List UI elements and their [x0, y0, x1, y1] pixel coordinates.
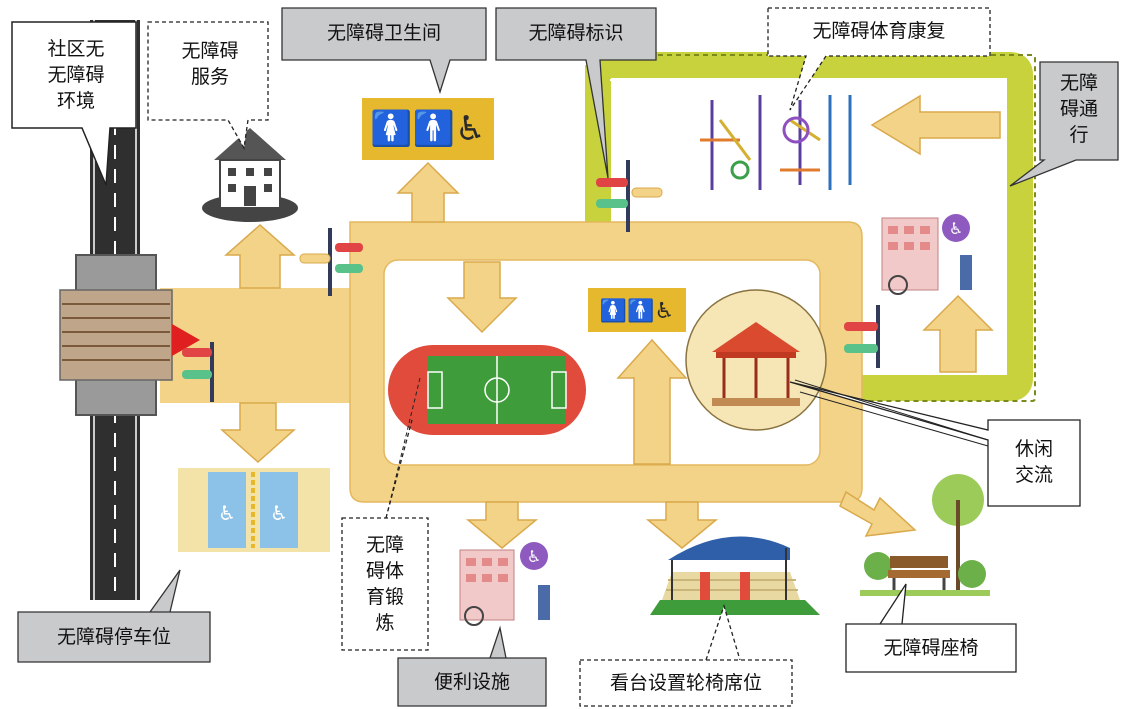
svg-text:♿: ♿ — [527, 547, 541, 566]
label-sports-rehab: 无障碍体育康复 — [812, 20, 946, 42]
label-community-env: 社区无 无障碍 环境 — [47, 38, 105, 112]
signpost-entry — [182, 342, 214, 402]
pavilion-icon — [685, 289, 827, 431]
arrow-up-inner — [616, 338, 688, 465]
callout-service — [147, 21, 269, 150]
arrow-left-rehab — [870, 94, 1001, 156]
rehab-equipment-icon — [700, 95, 852, 190]
label-parking: 无障碍停车位 — [56, 626, 171, 648]
service-building-icon — [202, 128, 298, 222]
path-arrows — [220, 94, 1001, 549]
callout-parking — [17, 569, 211, 663]
label-exercise: 无障 碍体 育锻 炼 — [365, 534, 404, 634]
entrance-marker-icon — [172, 324, 200, 356]
label-bench: 无障碍座椅 — [883, 637, 979, 659]
leader-lines — [385, 377, 989, 519]
label-passage: 无障 碍通 行 — [1059, 72, 1098, 146]
inner-toilet-sign-icon: 🚺🚹♿ — [588, 288, 686, 332]
accessible-building-bottom-icon: ♿ — [459, 542, 550, 626]
svg-text:♿: ♿ — [949, 219, 963, 238]
signpost-right — [844, 305, 880, 368]
arrow-up-service — [224, 223, 296, 289]
svg-text:♿: ♿ — [270, 501, 288, 525]
label-facilities: 便利设施 — [433, 671, 510, 693]
arrow-up-right — [922, 294, 994, 373]
svg-text:♿: ♿ — [218, 501, 236, 525]
callout-signage — [495, 7, 657, 179]
signpost-green — [596, 160, 663, 232]
label-wheelchair-seats: 看台设置轮椅席位 — [609, 672, 762, 694]
label-leisure: 休闲 交流 — [1014, 438, 1053, 486]
callout-passage — [1009, 61, 1119, 187]
bench-icon — [860, 474, 990, 596]
accessible-building-right-icon: ♿ — [881, 214, 972, 295]
callout-facilities — [397, 625, 547, 707]
arrow-down-parking — [220, 402, 296, 464]
arrow-up-toilet — [396, 161, 460, 223]
callout-bench — [845, 583, 1017, 673]
toilet-sign-icon: 🚺🚹♿ — [362, 98, 494, 160]
label-signage: 无障碍标识 — [528, 22, 624, 44]
callouts — [11, 7, 1119, 707]
callout-toilet — [281, 7, 487, 95]
svg-text:🚺🚹♿: 🚺🚹♿ — [600, 298, 675, 324]
callout-sports-rehab — [767, 7, 991, 111]
sports-field-icon — [388, 345, 586, 435]
label-service: 无障碍 服务 — [181, 40, 239, 88]
callout-leisure — [789, 381, 1081, 507]
grandstand-icon — [650, 536, 820, 615]
signpost-top — [299, 228, 363, 296]
arrow-diag-bench — [839, 490, 917, 537]
callout-wheelchair-seats — [579, 603, 793, 707]
callout-community-env — [11, 21, 137, 186]
label-toilet: 无障碍卫生间 — [326, 22, 441, 44]
arrow-down-stand — [645, 501, 719, 549]
svg-text:🚺🚹♿: 🚺🚹♿ — [370, 109, 485, 149]
parking-icon: ♿ ♿ — [178, 468, 330, 552]
arrow-down-facilities — [465, 501, 539, 549]
arrow-down-field — [446, 261, 518, 334]
